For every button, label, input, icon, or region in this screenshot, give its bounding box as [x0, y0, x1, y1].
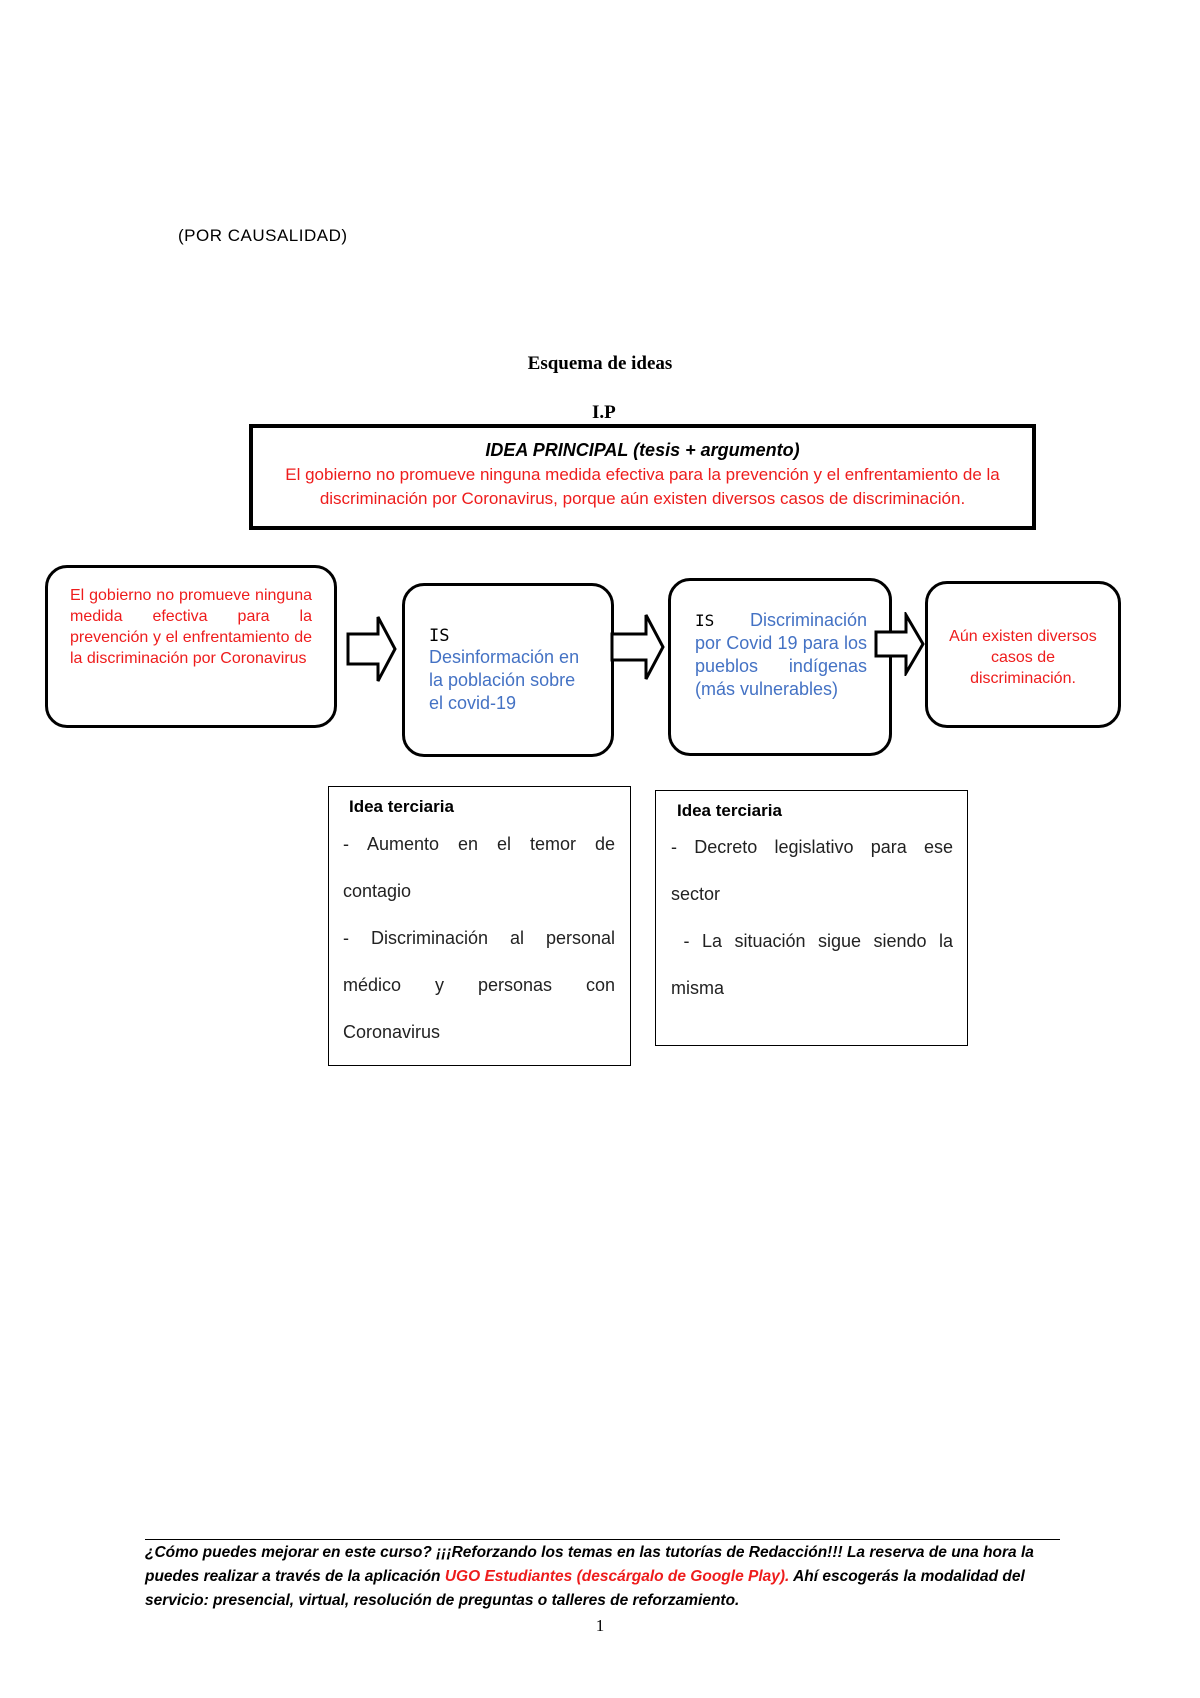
ip-label: I.P [592, 402, 616, 423]
tertiary-item: - Decreto legislativo para ese sector [671, 837, 953, 904]
main-idea-box: IDEA PRINCIPAL (tesis + argumento) El go… [249, 424, 1036, 530]
tertiary-idea-box-1: Idea terciaria - Aumento en el temor de … [328, 786, 631, 1066]
tertiary-idea-box-2: Idea terciaria - Decreto legislativo par… [655, 790, 968, 1046]
footer-text: Ahí escogerás la modalidad del servicio:… [145, 1568, 1025, 1609]
tertiary-item: - Aumento en el temor de contagio [343, 834, 615, 901]
footer-text: ¿Cómo puedes mejorar en este curso? ¡¡¡R… [145, 1544, 1034, 1585]
is-label: IS [695, 611, 715, 630]
tertiary-item: - Discriminación al personal médico y pe… [343, 928, 615, 1042]
app-link[interactable]: UGO Estudiantes (descárgalo de Google Pl… [444, 1568, 790, 1585]
cause-text: El gobierno no promueve ninguna medida e… [70, 587, 312, 667]
arrow-right-icon [610, 614, 665, 680]
arrow-right-icon [874, 612, 925, 676]
footer-divider [145, 1539, 1060, 1540]
document-title: Esquema de ideas [527, 353, 673, 374]
footer-note: ¿Cómo puedes mejorar en este curso? ¡¡¡R… [145, 1541, 1063, 1613]
secondary-idea-box-2: IS Discriminación por Covid 19 para los … [668, 578, 892, 756]
conclusion-box: Aún existen diversos casos de discrimina… [925, 581, 1121, 728]
page-number: 1 [595, 1616, 605, 1635]
document-subtitle: (POR CAUSALIDAD) [178, 226, 348, 245]
arrow-right-icon [346, 616, 397, 682]
main-idea-text: El gobierno no promueve ninguna medida e… [285, 465, 1000, 508]
conclusion-text: Aún existen diversos casos de discrimina… [949, 628, 1097, 687]
is-label: IS [429, 626, 450, 646]
secondary-idea-box-1: IS Desinformación en la población sobre … [402, 583, 614, 757]
tertiary-item: - La situación sigue siendo la misma [671, 931, 959, 998]
secondary-idea-text: IS Discriminación por Covid 19 para los … [695, 609, 867, 701]
main-idea-heading: IDEA PRINCIPAL (tesis + argumento) [485, 440, 800, 460]
secondary-idea-body: Discriminación por Covid 19 para los pue… [695, 610, 867, 699]
cause-box: El gobierno no promueve ninguna medida e… [45, 565, 337, 728]
secondary-idea-text: Desinformación en la población sobre el … [429, 647, 580, 713]
tertiary-heading: Idea terciaria [677, 801, 782, 820]
tertiary-heading: Idea terciaria [349, 797, 454, 816]
